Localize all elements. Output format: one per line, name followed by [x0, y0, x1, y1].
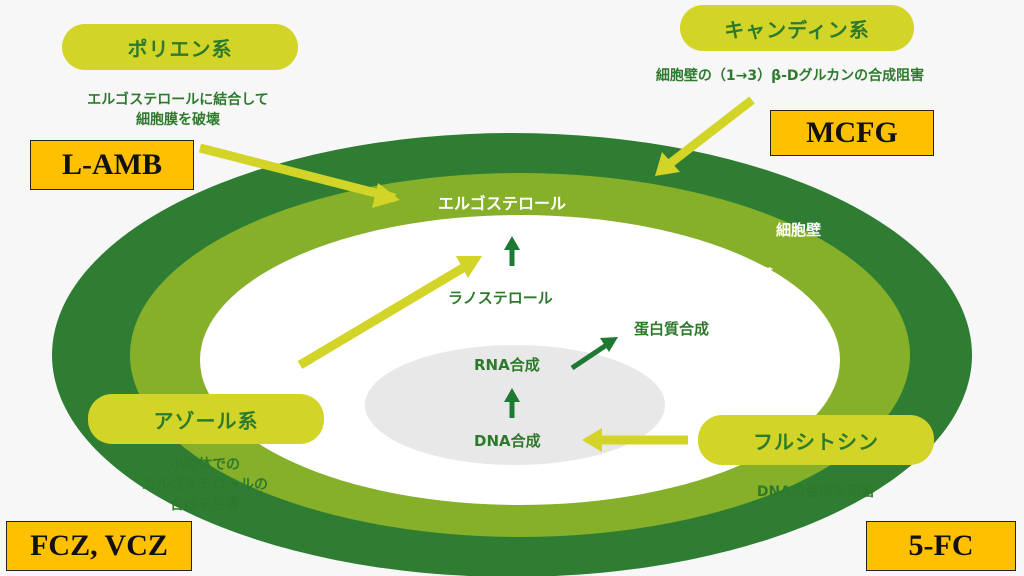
rna-to-protein-arrowhead — [600, 337, 618, 352]
rna-synthesis-label: RNA合成 — [474, 356, 540, 374]
polyene-drug-box: L-AMB — [30, 140, 194, 190]
azole-arrowhead — [456, 256, 482, 278]
azole-mechanism-line1: 小胞体での — [170, 457, 240, 473]
polyene-arrow — [198, 143, 398, 203]
lanosterol-label: ラノステロール — [448, 289, 553, 307]
lanosterol-to-ergosterol-arrowhead — [504, 236, 520, 250]
azole-arrow — [297, 261, 471, 369]
azole-mechanism: 小胞体での エルゴステロールの 合成を阻害 — [90, 455, 320, 515]
azole-mechanism-line2: エルゴステロールの — [142, 477, 268, 493]
polyene-pill: ポリエン系 — [62, 24, 298, 70]
candin-mechanism: 細胞壁の（1→3）β-Dグルカンの合成阻害 — [655, 68, 925, 84]
ergosterol-label: エルゴステロール — [438, 194, 567, 213]
azole-mechanism-line3: 合成を阻害 — [170, 497, 240, 513]
dna-to-rna-arrowhead — [504, 388, 520, 402]
candin-arrow — [665, 96, 755, 169]
candin-pill: キャンディン系 — [680, 5, 914, 51]
flucytosine-pill: フルシトシン — [698, 415, 934, 465]
polyene-mechanism: エルゴステロールに結合して 細胞膜を破壊 — [38, 90, 318, 130]
azole-drug-box: FCZ, VCZ — [6, 521, 192, 571]
flucytosine-mechanism: DNAの合成を阻害 — [756, 484, 876, 500]
dna-synthesis-label: DNA合成 — [474, 432, 541, 450]
cell-membrane-label: 細胞膜 — [728, 266, 774, 284]
rna-to-protein-arrow — [570, 341, 610, 371]
polyene-mechanism-line2: 細胞膜を破壊 — [136, 112, 220, 128]
polyene-mechanism-line1: エルゴステロールに結合して — [87, 92, 269, 108]
protein-synthesis-label: 蛋白質合成 — [634, 320, 710, 338]
cell-wall-label: 細胞壁 — [776, 221, 822, 239]
candin-drug-box: MCFG — [770, 110, 934, 156]
azole-pill: アゾール系 — [88, 394, 324, 444]
flucytosine-arrowhead — [582, 428, 602, 452]
candin-arrowhead — [655, 152, 680, 176]
nucleus — [365, 345, 665, 465]
polyene-arrowhead — [372, 183, 400, 208]
flucytosine-drug-box: 5-FC — [866, 521, 1016, 571]
